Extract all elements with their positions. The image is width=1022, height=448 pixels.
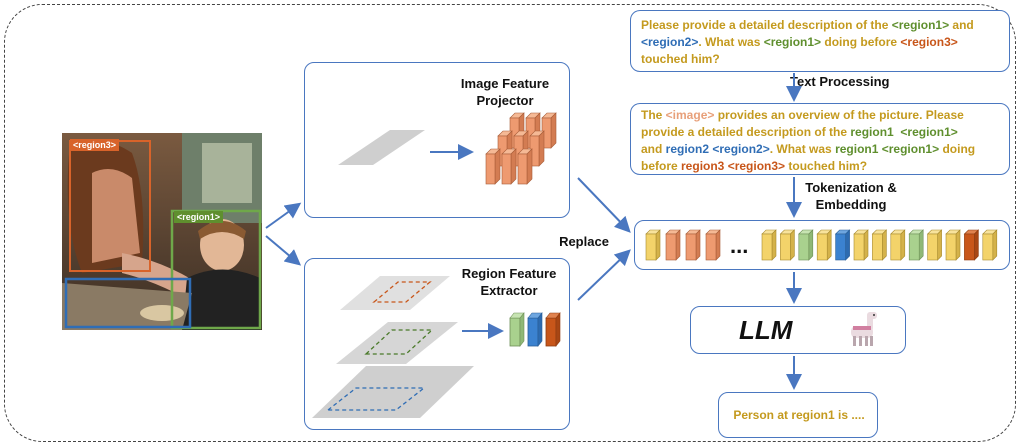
token-green xyxy=(908,229,924,261)
processed-text: The <image> provides an overview of the … xyxy=(641,108,976,173)
photo-tag-region3: <region3> xyxy=(70,139,120,151)
dashed-outer-frame xyxy=(4,4,1016,442)
token-blue xyxy=(834,229,851,261)
projector-feature-cube xyxy=(529,130,545,167)
arrow-photo-to-extractor xyxy=(265,235,302,266)
token-yellow xyxy=(890,229,906,261)
token-yellow xyxy=(761,229,777,261)
token-green xyxy=(798,229,814,261)
region-feature-token-blue xyxy=(527,312,543,347)
query-text-box: Please provide a detailed description of… xyxy=(630,10,1010,72)
token-yellow xyxy=(871,229,888,261)
token-salmon xyxy=(705,229,721,261)
arrow-extractor-to-tokens xyxy=(577,249,631,301)
token-yellow xyxy=(853,229,869,261)
token-ellipsis: ... xyxy=(730,233,748,258)
tokenization-label: Tokenization &Embedding xyxy=(805,180,897,212)
token-yellow xyxy=(982,229,998,261)
token-yellow xyxy=(945,229,961,261)
token-yellow xyxy=(926,229,943,261)
region-plane-2 xyxy=(312,366,474,418)
photo-tag-region1: <region1> xyxy=(174,211,224,223)
token-yellow xyxy=(645,229,661,261)
region-feature-token-green xyxy=(509,312,525,347)
text-processing-label: Text Processing xyxy=(790,74,890,89)
output-text: Person at region1 is .... xyxy=(733,408,865,422)
projector-feature-cube xyxy=(517,148,533,185)
token-yellow xyxy=(779,229,796,261)
processed-text-box: The <image> provides an overview of the … xyxy=(630,103,1010,175)
token-salmon xyxy=(665,229,681,261)
output-box: Person at region1 is .... xyxy=(718,392,878,438)
input-photo: <region3> <region1> xyxy=(62,133,262,330)
region-plane-1 xyxy=(336,322,458,364)
replace-label: Replace xyxy=(559,234,609,249)
image-plane xyxy=(338,130,425,165)
llm-label: LLM xyxy=(739,315,793,345)
token-row xyxy=(645,229,998,261)
arrow-projector-to-tokens xyxy=(577,177,631,233)
token-yellow xyxy=(816,229,832,261)
llama-icon xyxy=(851,312,877,346)
token-rust xyxy=(963,229,980,261)
token-salmon xyxy=(685,229,701,261)
arrow-photo-to-projector xyxy=(265,202,302,229)
projector-feature-cube xyxy=(501,148,517,185)
projector-feature-cube xyxy=(541,112,557,149)
region-feature-token-orange xyxy=(545,312,561,347)
region-plane-3 xyxy=(340,276,450,310)
projected-feature-cubes xyxy=(485,112,557,185)
projector-feature-cube xyxy=(485,148,501,185)
query-text: Please provide a detailed description of… xyxy=(641,18,974,66)
